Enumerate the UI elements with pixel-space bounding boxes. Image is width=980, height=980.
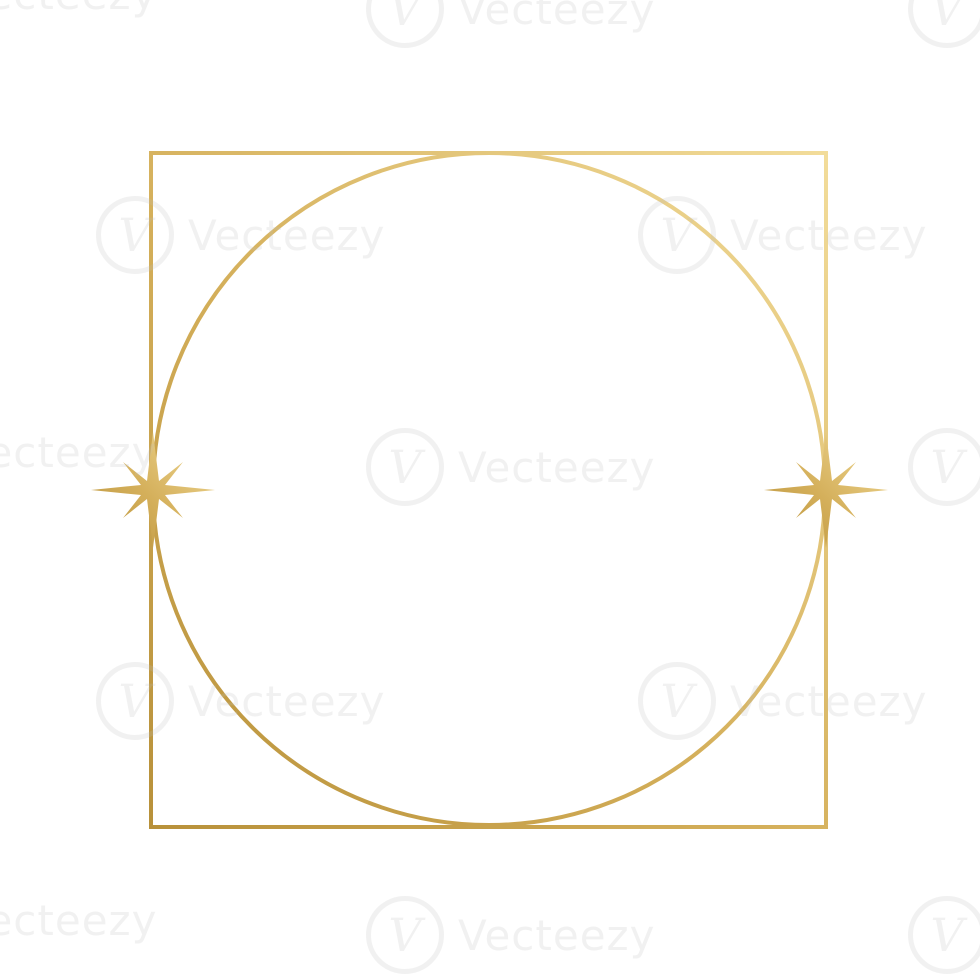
circle-frame (151, 151, 827, 827)
star-right-icon (764, 432, 888, 548)
star-left-icon (91, 432, 215, 548)
